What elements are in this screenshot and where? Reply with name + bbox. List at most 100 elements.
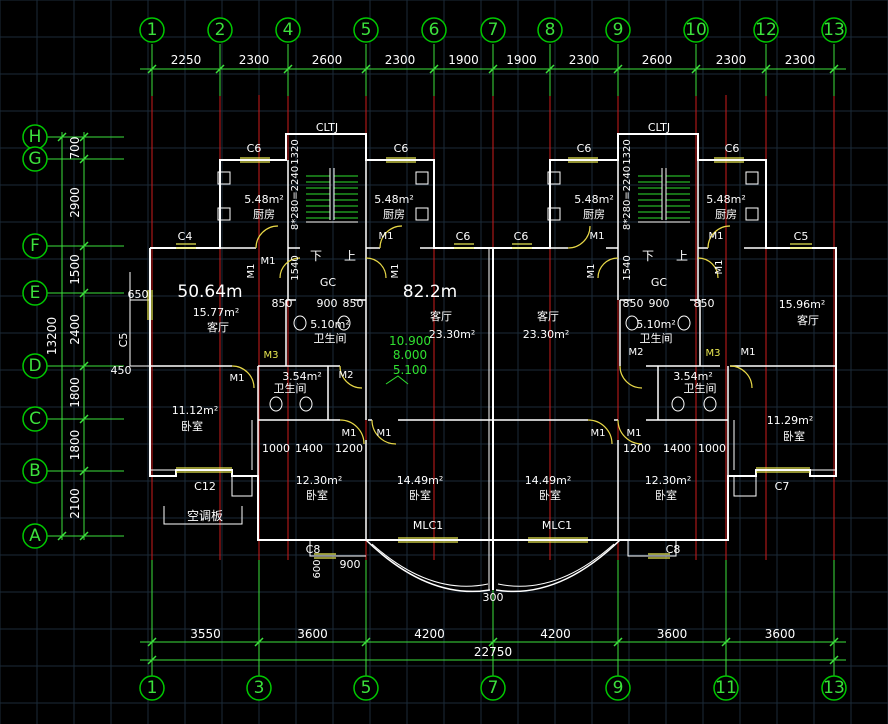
bath-name: 卫生间 bbox=[314, 331, 347, 345]
living-area: 15.96m² bbox=[779, 298, 826, 311]
top-dim-value: 2300 bbox=[385, 53, 416, 67]
room-labels: CLTJ CLTJ C6 C6 C6 C6 C6 C6 C4 C5 C5 C12… bbox=[111, 121, 826, 604]
wall bbox=[150, 133, 493, 249]
dim-850: 850 bbox=[623, 297, 644, 310]
door-swing bbox=[587, 419, 613, 445]
dim-900: 900 bbox=[649, 297, 670, 310]
dim-tick bbox=[79, 288, 89, 298]
stair-up: 上 bbox=[676, 249, 688, 263]
left-total-dim-value: 13200 bbox=[45, 317, 59, 355]
bath-area: 3.54m² bbox=[282, 370, 322, 383]
door-label-mlc1: MLC1 bbox=[542, 519, 572, 532]
axis-bubble bbox=[22, 523, 48, 549]
left-dim-value: 2400 bbox=[68, 314, 82, 345]
axis-bubble-label: 5 bbox=[361, 678, 372, 698]
door-m1: M1 bbox=[709, 231, 724, 242]
door-swing bbox=[619, 365, 643, 389]
kitchen-area: 5.48m² bbox=[374, 193, 414, 206]
wall bbox=[163, 506, 243, 525]
stair-dim-1320: 1320 bbox=[290, 139, 301, 164]
window-label-c6: C6 bbox=[514, 230, 529, 243]
dim-850: 850 bbox=[272, 297, 293, 310]
bedroom-area: 11.29m² bbox=[767, 414, 814, 427]
dim-450: 450 bbox=[111, 364, 132, 377]
wall bbox=[231, 476, 253, 497]
stair-dim-1540: 1540 bbox=[622, 255, 633, 280]
door-m1: M1 bbox=[342, 428, 357, 439]
dim-1200: 1200 bbox=[623, 442, 651, 455]
dim-tick bbox=[721, 637, 731, 647]
bay-arc bbox=[371, 543, 489, 587]
dim-tick bbox=[215, 64, 225, 74]
door-m1: M1 bbox=[379, 231, 394, 242]
wall bbox=[129, 300, 150, 367]
stair-dim-1540: 1540 bbox=[290, 255, 301, 280]
axis-bubble bbox=[480, 675, 506, 701]
kitchen-area: 5.48m² bbox=[574, 193, 614, 206]
bottom-dim-value: 4200 bbox=[414, 627, 445, 641]
axis-bubble-label: F bbox=[30, 236, 40, 256]
axis-bubble-label: D bbox=[28, 356, 41, 376]
dim-tick bbox=[361, 637, 371, 647]
sanitary-fixture bbox=[625, 315, 639, 331]
door-m2: M2 bbox=[629, 347, 644, 358]
axis-bubble bbox=[605, 17, 631, 43]
living-name: 客厅 bbox=[207, 320, 229, 334]
door-m2: M2 bbox=[339, 370, 354, 381]
door-label-mlc1: MLC1 bbox=[413, 519, 443, 532]
level-symbol bbox=[385, 375, 409, 385]
stair-label-left: CLTJ bbox=[316, 121, 338, 134]
gc-label: GC bbox=[651, 276, 668, 289]
window-label-c6: C6 bbox=[456, 230, 471, 243]
bottom-dim-value: 3550 bbox=[190, 627, 221, 641]
bottom-dim-value: 3600 bbox=[657, 627, 688, 641]
left-dim-value: 1500 bbox=[68, 254, 82, 285]
wall bbox=[627, 540, 677, 557]
dim-tick bbox=[761, 64, 771, 74]
axis-bubble bbox=[22, 353, 48, 379]
bedroom-name: 卧室 bbox=[306, 488, 328, 502]
axis-bubble bbox=[275, 17, 301, 43]
window-label-c8: C8 bbox=[666, 543, 681, 556]
axis-bubble bbox=[480, 17, 506, 43]
axis-bubble bbox=[22, 146, 48, 172]
kitchen-name: 厨房 bbox=[583, 208, 605, 221]
stair-down: 下 bbox=[642, 249, 654, 263]
top-dim-value: 2300 bbox=[716, 53, 747, 67]
kitchen-name: 厨房 bbox=[253, 208, 275, 221]
kitchen-area: 5.48m² bbox=[244, 193, 284, 206]
axis-bubble bbox=[22, 233, 48, 259]
axis-bubble-label: H bbox=[29, 127, 42, 147]
wall bbox=[309, 540, 366, 557]
top-dim-value: 2600 bbox=[312, 53, 343, 67]
bottom-dim-value: 3600 bbox=[297, 627, 328, 641]
axis-bubble bbox=[683, 17, 709, 43]
axis-bubble bbox=[353, 17, 379, 43]
door-swing bbox=[707, 225, 731, 249]
top-dim-value: 1900 bbox=[506, 53, 537, 67]
kitchen-name: 厨房 bbox=[383, 208, 405, 221]
gc-label: GC bbox=[320, 276, 337, 289]
bath-area: 5.10m² bbox=[636, 318, 676, 331]
door-swing bbox=[365, 257, 387, 279]
door-swing bbox=[279, 257, 301, 279]
bath-name: 卫生间 bbox=[274, 381, 307, 395]
sanitary-fixture bbox=[293, 315, 307, 331]
ac-board-label: 空调板 bbox=[187, 509, 223, 523]
dim-850: 850 bbox=[343, 297, 364, 310]
axis-bubble-label: 9 bbox=[613, 678, 624, 698]
kitchen-fixture bbox=[745, 207, 759, 221]
door-m1: M1 bbox=[246, 264, 257, 279]
left-dim-value: 700 bbox=[68, 137, 82, 160]
left-dim-value: 2100 bbox=[68, 488, 82, 519]
bay-arc bbox=[497, 543, 615, 587]
door-swing bbox=[617, 419, 643, 445]
door-swing bbox=[697, 257, 719, 279]
axis-bubble bbox=[353, 675, 379, 701]
dim-tick bbox=[691, 64, 701, 74]
dim-tick bbox=[79, 241, 89, 251]
living-name: 客厅 bbox=[537, 309, 559, 323]
axis-bubble bbox=[713, 675, 739, 701]
